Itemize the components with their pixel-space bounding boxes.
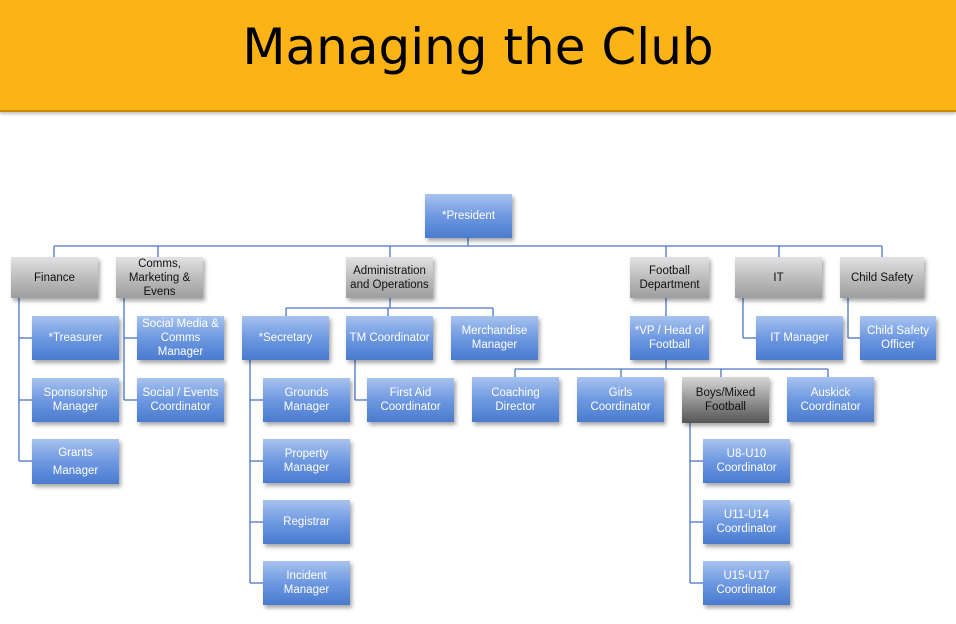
node-finance: Finance [11,257,98,298]
node-it-manager: IT Manager [756,316,843,360]
node-first-aid: First Aid Coordinator [367,378,454,422]
node-incident: Incident Manager [263,561,350,605]
node-grounds: Grounds Manager [263,378,350,422]
node-u8: U8-U10 Coordinator [703,439,790,483]
node-secretary: *Secretary [242,316,329,360]
node-sponsorship: Sponsorship Manager [32,378,119,422]
node-registrar: Registrar [263,500,350,544]
node-tm-coordinator: TM Coordinator [346,316,433,360]
node-boys: Boys/Mixed Football [682,377,769,423]
node-it: IT [735,257,822,298]
node-social-media: Social Media & Comms Manager [137,316,224,360]
node-u11: U11-U14 Coordinator [703,500,790,544]
node-vp-football: *VP / Head of Football [630,316,709,360]
node-u15: U15-U17 Coordinator [703,561,790,605]
node-child-safety-officer: Child Safety Officer [860,316,936,360]
node-coaching: Coaching Director [472,377,559,422]
node-grants: Grants Manager [32,439,119,484]
node-merchandise: Merchandise Manager [451,316,538,360]
title-banner: Managing the Club [0,0,956,112]
node-football: Football Department [630,257,709,298]
page-title: Managing the Club [242,18,714,76]
node-treasurer: *Treasurer [32,316,119,360]
node-auskick: Auskick Coordinator [787,377,874,422]
node-admin: Administration and Operations [346,257,433,298]
node-girls: Girls Coordinator [577,377,664,422]
node-president: *President [425,194,512,238]
node-property: Property Manager [263,439,350,483]
node-social-events: Social / Events Coordinator [137,378,224,422]
node-child-safety: Child Safety [840,257,924,298]
node-comms: Comms, Marketing & Evens [116,257,203,298]
